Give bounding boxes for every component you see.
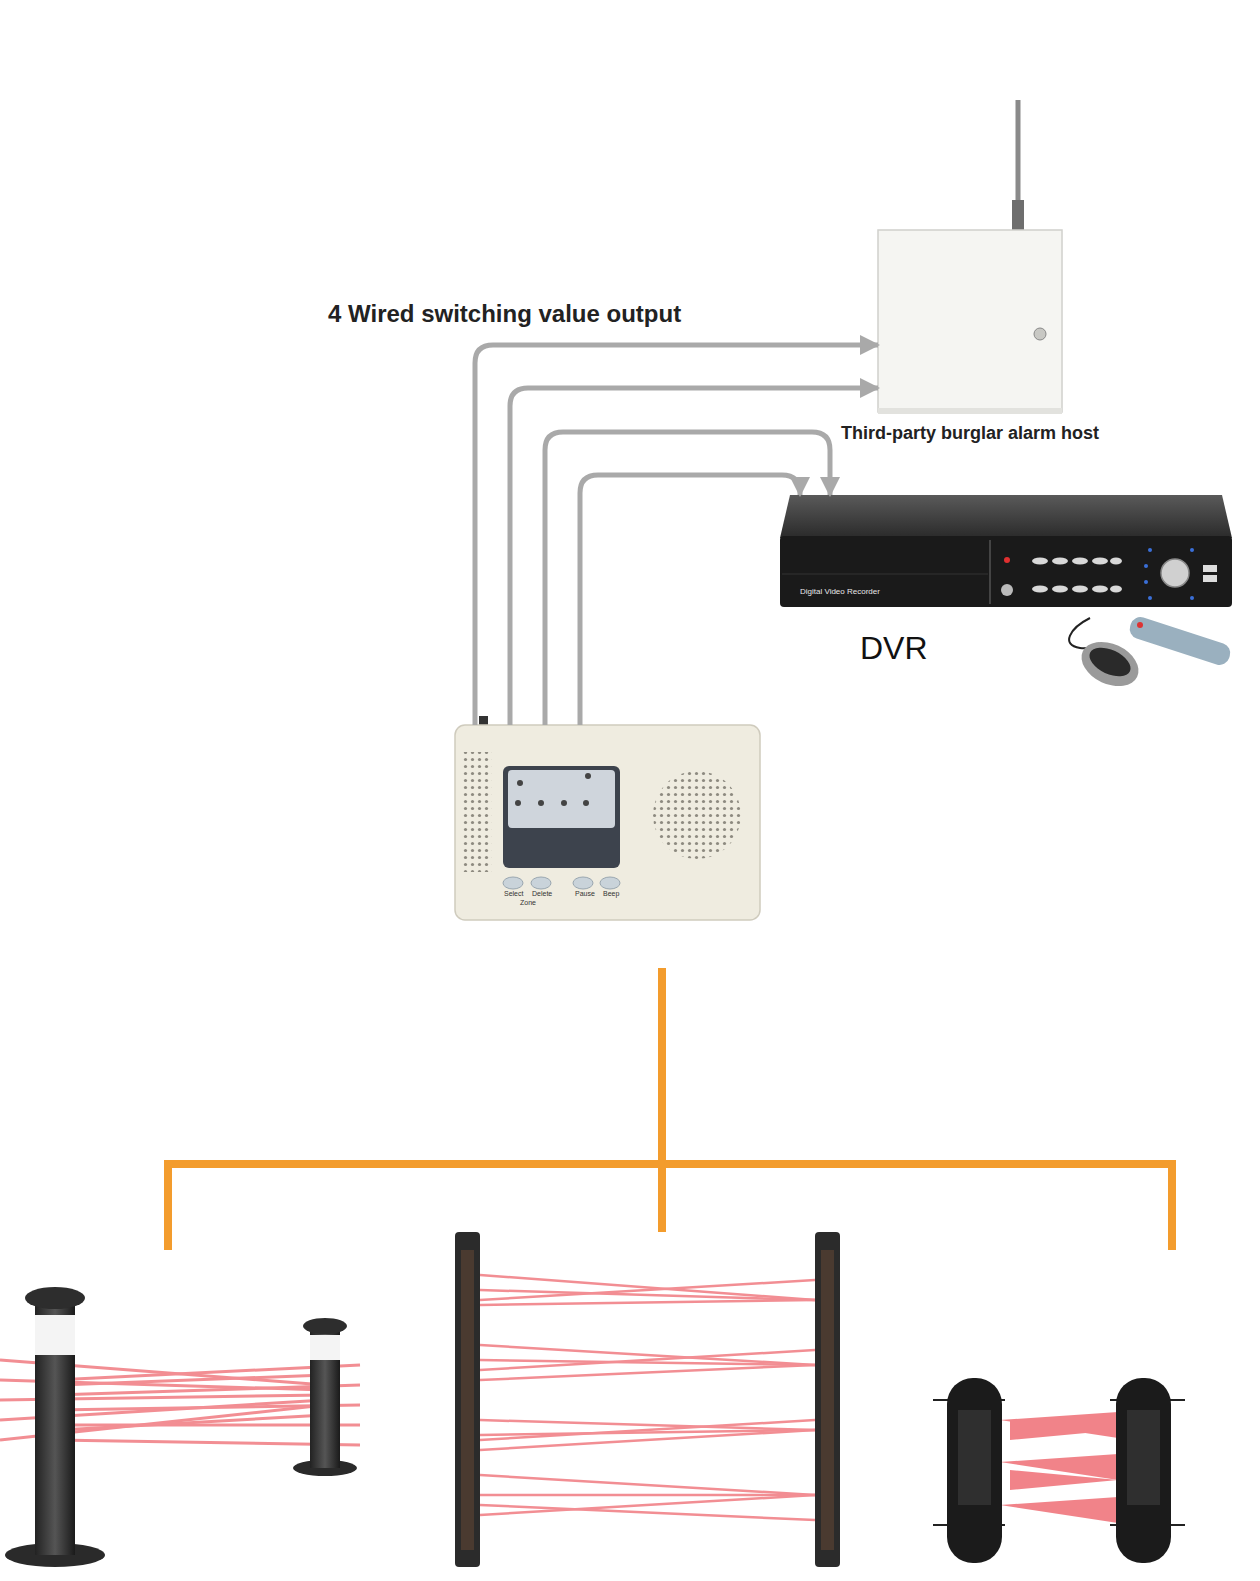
receiver-box: Select DeleteZone Pause Beep <box>455 725 760 920</box>
signal-arrow <box>475 345 878 725</box>
receiver-device <box>455 716 760 920</box>
device-label: DVR <box>860 630 928 667</box>
device-label: Third-party burglar alarm host <box>838 423 1102 444</box>
beam-sensor-posts <box>0 1287 360 1567</box>
button-label: Delete <box>532 890 552 898</box>
dvr-device <box>780 495 1233 695</box>
signal-arrow <box>510 388 878 725</box>
beam-detector-pair <box>933 1378 1185 1563</box>
beam-sensor-columns <box>455 1232 840 1567</box>
button-label: Pause <box>575 890 595 898</box>
signal-arrow <box>580 475 800 725</box>
output-caption: 4 Wired switching value output <box>328 300 681 328</box>
button-label: Zone <box>520 899 536 907</box>
dvr-box: Digital Video RecorderDVR <box>780 495 1232 607</box>
signal-arrow <box>545 432 830 725</box>
alarm-host-device <box>878 100 1062 414</box>
alarm-host-box: Third-party burglar alarm host <box>878 230 1062 412</box>
button-label: Beep <box>603 890 619 898</box>
sensor-bus <box>165 968 1176 1250</box>
panel-text: Digital Video Recorder <box>800 587 880 596</box>
button-label: Select <box>504 890 523 898</box>
